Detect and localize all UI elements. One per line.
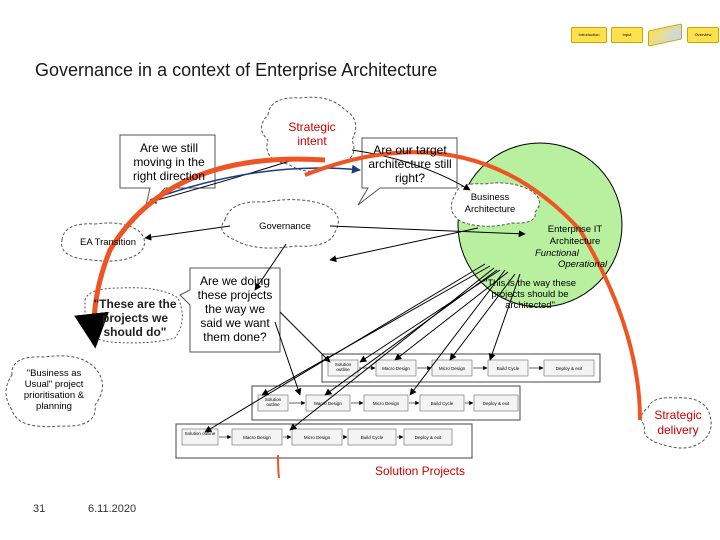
bau-label: "Business as Usual" project prioritisati… <box>23 368 85 412</box>
strategic-intent-label: Strategic intent <box>288 120 336 148</box>
stage-arrows <box>219 365 544 440</box>
nav-input-label: Input <box>622 32 632 37</box>
connector-arrows <box>144 149 526 433</box>
nav-introduction-label: Introduction <box>578 32 600 37</box>
governance-cloud <box>221 199 339 249</box>
strategic-delivery-label: Strategic delivery <box>654 408 702 437</box>
strategic-delivery-cloud <box>640 397 712 449</box>
l2-stage-1: Solution outline <box>264 397 282 407</box>
solution-projects-label: Solution Projects <box>374 464 466 478</box>
nav-overview-label: Overview <box>694 32 712 37</box>
l2-stage-4: Build Cycle <box>430 401 454 406</box>
lane3-stages <box>181 428 453 446</box>
nav-input[interactable]: Input <box>611 27 643 43</box>
doing-question: Are we doing these projects the way we s… <box>197 274 273 344</box>
l3-stage-5: Deploy & exit <box>414 435 442 440</box>
l1-stage-2: Macro Design <box>382 366 410 371</box>
bau-cloud <box>5 355 103 428</box>
governance-label: Governance <box>259 221 311 232</box>
l2-stage-5: Deploy & exit <box>482 401 510 406</box>
lane2-stages <box>257 394 519 412</box>
enterprise-it-label: Enterprise IT Architecture <box>547 224 603 247</box>
l1-stage-1: Solution outline <box>334 362 352 372</box>
l3-stage-2: Macro Design <box>243 435 271 440</box>
l1-stage-5: Deploy & exit <box>555 366 583 371</box>
direction-question: Are we still moving in the right directi… <box>132 141 206 183</box>
nav-introduction[interactable]: Introduction <box>571 27 607 43</box>
l2-stage-3: Micro Design <box>372 401 400 406</box>
orange-arrow-bottom <box>277 454 280 479</box>
target-question: Are our target architecture still right? <box>368 143 452 185</box>
architected-label: "This is the way these projects should b… <box>483 278 577 311</box>
lane1-stages <box>327 359 595 377</box>
orange-arrow-left <box>74 156 326 349</box>
footer-date: 6.11.2020 <box>88 503 137 515</box>
l2-stage-2: Macro Design <box>314 401 342 406</box>
l1-stage-4: Build Cycle <box>496 366 520 371</box>
functional-label: Functional <box>535 248 579 259</box>
business-arch-cloud <box>450 182 540 227</box>
l3-stage-3: Micro Design <box>303 435 331 440</box>
l1-stage-3: Micro Design <box>438 366 466 371</box>
l3-stage-4: Build Cycle <box>360 435 384 440</box>
ea-transition-label: EA Transition <box>80 237 136 248</box>
should-do-label: "These are the projects we should do" <box>93 297 177 339</box>
nav-overview[interactable]: Overview <box>687 27 719 43</box>
business-arch-label: Business Architecture <box>464 192 516 215</box>
page-number: 31 <box>33 503 46 515</box>
should-do-cloud <box>84 287 183 344</box>
blue-connector <box>149 164 361 201</box>
page-title: Governance in a context of Enterprise Ar… <box>35 60 438 80</box>
l3-stage-1: Solution outline <box>184 431 216 436</box>
strategic-intent-cloud <box>261 96 357 172</box>
operational-label: Operational <box>558 259 608 270</box>
orange-arrow-right <box>304 150 642 421</box>
